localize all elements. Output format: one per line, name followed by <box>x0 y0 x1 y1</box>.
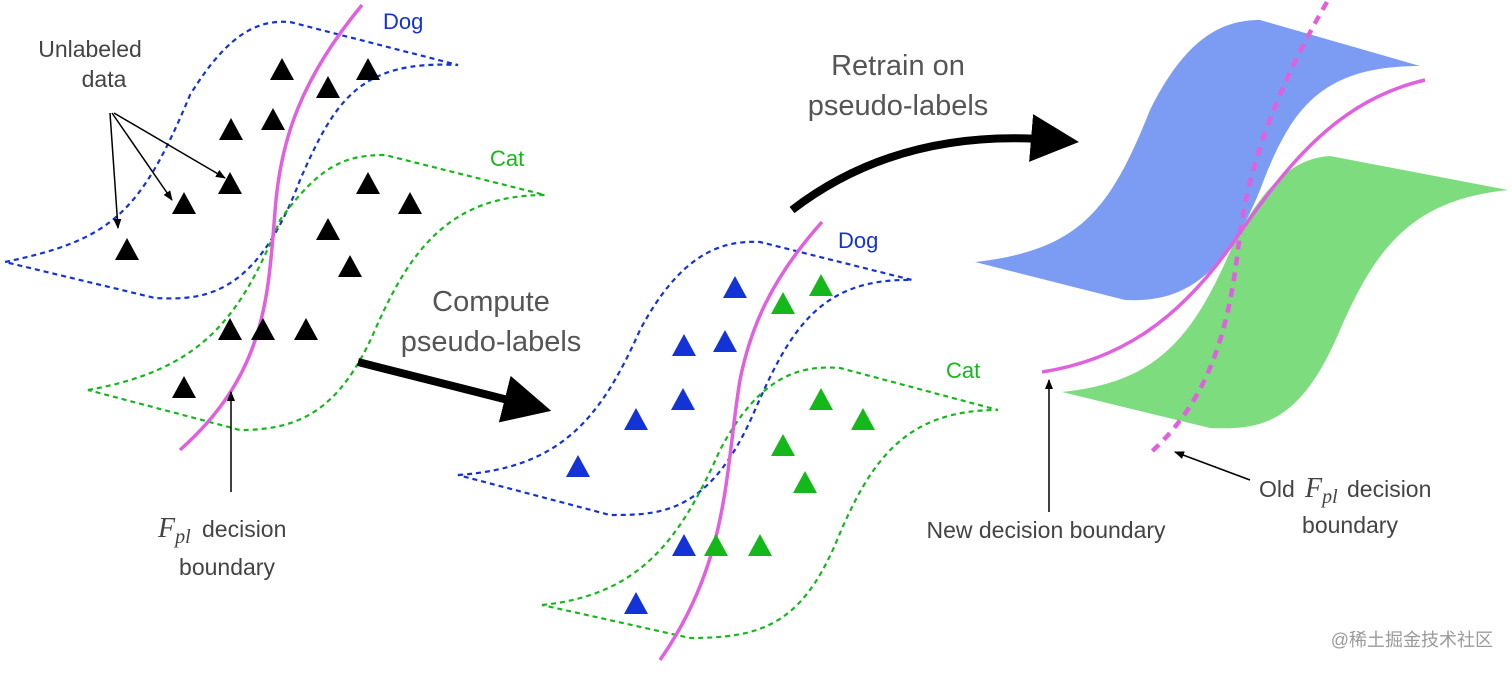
compute-label-line1: Compute <box>432 286 550 318</box>
cat-label: Cat <box>946 358 980 383</box>
triangle-point <box>624 408 648 430</box>
new-boundary-curve <box>1041 78 1426 374</box>
retrain-arrow <box>789 114 1079 214</box>
retrain-step: Retrain on pseudo-labels <box>789 50 1079 214</box>
triangle-point <box>624 592 648 614</box>
dog-label: Dog <box>838 228 878 253</box>
fpl-boundary-word: boundary <box>179 554 275 580</box>
compute-pseudo-labels-step: Compute pseudo-labels <box>357 286 582 423</box>
panel-retrained: New decision boundary Old Fpl decision b… <box>926 0 1508 543</box>
triangle-point <box>218 172 242 194</box>
triangle-point <box>566 455 590 477</box>
triangle-point <box>251 318 275 340</box>
triangle-point <box>338 255 362 277</box>
compute-arrow <box>357 358 552 423</box>
triangle-point <box>316 76 340 98</box>
unlabeled-pointer-arrows <box>109 112 226 229</box>
unlabeled-label-line2: data <box>82 66 127 92</box>
cat-region-fill <box>1062 156 1508 429</box>
triangle-point <box>671 388 695 410</box>
old-boundary-pointer-arrow <box>1174 451 1251 481</box>
dog-pseudo-labeled-points <box>566 276 747 614</box>
retrain-label-line2: pseudo-labels <box>808 90 989 122</box>
triangle-point <box>713 330 737 352</box>
triangle-point <box>398 192 422 214</box>
cat-label: Cat <box>490 146 524 171</box>
triangle-point <box>294 318 318 340</box>
triangle-point <box>261 108 285 130</box>
fpl-subscript: pl <box>173 526 191 548</box>
triangle-point <box>219 118 243 140</box>
triangle-point <box>851 408 875 430</box>
old-prefix: Old <box>1259 476 1295 502</box>
panel-pseudo-labeled: Dog Cat <box>457 220 999 662</box>
triangle-point <box>270 58 294 80</box>
fpl-label: Fpl <box>157 513 191 548</box>
old-fpl-symbol: F <box>1304 473 1323 504</box>
cat-pseudo-labeled-points <box>704 274 875 556</box>
new-boundary-label: New decision boundary <box>926 517 1166 543</box>
retrain-label-line1: Retrain on <box>831 50 965 82</box>
old-boundary-curve <box>1146 0 1329 457</box>
old-fpl-subscript: pl <box>1320 486 1338 508</box>
dog-region-outline <box>457 240 913 517</box>
dog-region-fill <box>975 20 1420 301</box>
panel-unlabeled: Unlabeled data Dog Cat Fpl decision boun… <box>4 3 546 580</box>
triangle-point <box>172 376 196 398</box>
fpl-decision-word: decision <box>202 516 286 542</box>
watermark: @稀土掘金技术社区 <box>1331 630 1493 650</box>
triangle-point <box>771 434 795 456</box>
old-fpl-label: Fpl <box>1304 473 1338 508</box>
triangle-point <box>723 276 747 298</box>
triangle-point <box>704 534 728 556</box>
triangle-point <box>809 274 833 296</box>
dog-region-outline <box>4 20 459 300</box>
old-decision-word: decision <box>1347 476 1431 502</box>
fpl-symbol: F <box>157 513 176 544</box>
triangle-point <box>218 318 242 340</box>
fpl-boundary-curve <box>178 3 364 452</box>
cat-region-outline <box>87 153 546 432</box>
triangle-point <box>771 292 795 314</box>
triangle-point <box>115 238 139 260</box>
unlabeled-label-line1: Unlabeled <box>38 36 142 62</box>
triangle-point <box>672 534 696 556</box>
fpl-boundary-curve <box>658 220 824 662</box>
triangle-point <box>672 334 696 356</box>
triangle-point <box>793 471 817 493</box>
triangle-point <box>316 218 340 240</box>
compute-label-line2: pseudo-labels <box>401 326 582 358</box>
triangle-point <box>356 172 380 194</box>
triangle-point <box>748 534 772 556</box>
cat-region-outline <box>541 366 999 640</box>
dog-label: Dog <box>383 9 423 34</box>
triangle-point <box>356 58 380 80</box>
triangle-point <box>809 388 833 410</box>
old-boundary-word: boundary <box>1302 512 1398 538</box>
unlabeled-points <box>115 58 422 398</box>
triangle-point <box>172 192 196 214</box>
